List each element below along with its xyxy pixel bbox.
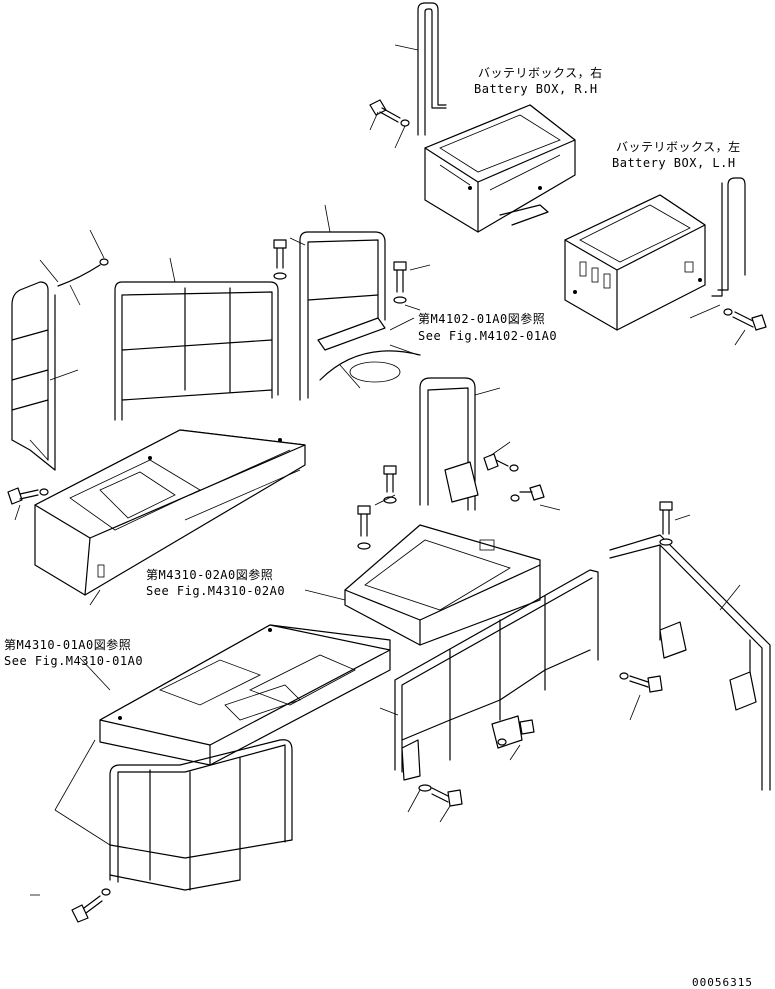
ref-m4310-01-label-en: See Fig.M4310-01A0: [4, 654, 144, 668]
platform-lower: [99, 624, 391, 766]
bolt-left: [7, 487, 49, 521]
battery-box-lh: [564, 194, 706, 331]
bolt-right-tall: [483, 441, 561, 511]
ref-m4310-02-label-en: See Fig.M4310-02A0: [146, 584, 286, 598]
platform-left: [34, 429, 306, 596]
battery-rh-label-jp: バッテリボックス，右: [478, 66, 603, 80]
ref-m4310-02-label-jp: 第M4310-02A0図参照: [146, 568, 274, 582]
guard-rail-far-right: [609, 534, 771, 791]
handrail-right-tall: [419, 377, 501, 511]
guard-rail-bottom: [54, 739, 293, 891]
floor-opening: [319, 350, 421, 389]
drawing-number: 00056315: [692, 976, 753, 989]
ref-m4102-label-en: See Fig.M4102-01A0: [418, 329, 558, 343]
bolt-bottom: [30, 888, 111, 923]
wire-harness: [39, 229, 109, 306]
ref-m4102-label-jp: 第M4102-01A0図参照: [418, 312, 546, 326]
platform-middle: [344, 524, 541, 646]
battery-rh-label-en: Battery BOX, R.H: [474, 82, 598, 96]
handrail-battery-lh: [711, 177, 746, 297]
ref-m4310-01-label-jp: 第M4310-01A0図参照: [4, 638, 132, 652]
handrail-battery-rh: [394, 2, 447, 136]
bolt-middle: [357, 465, 397, 550]
bolt-battery-rh: [369, 99, 410, 149]
guard-rail-right: [379, 569, 599, 781]
guard-rail-center: [114, 257, 279, 421]
battery-lh-label-jp: バッテリボックス，左: [616, 140, 741, 154]
handrail-left-ladder: [11, 281, 79, 471]
bolt-far-right: [619, 501, 691, 721]
handrail-step: [299, 204, 386, 401]
battery-box-rh: [424, 104, 576, 233]
bolt-center-upper: [273, 237, 306, 280]
reference-leaders: [79, 317, 419, 691]
battery-lh-label-en: Battery BOX, L.H: [612, 156, 736, 170]
bolt-battery-lh: [689, 304, 767, 346]
bolt-right-middle: [407, 719, 535, 823]
bolt-step: [393, 261, 431, 311]
